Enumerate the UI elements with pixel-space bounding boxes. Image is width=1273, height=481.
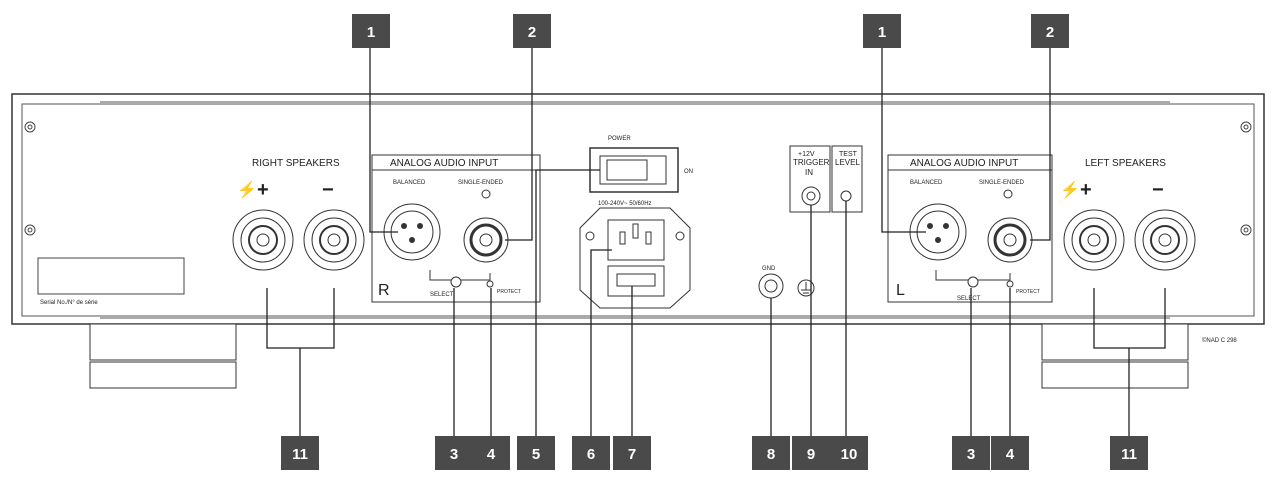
svg-text:3: 3 [450,446,458,463]
callout-top-2a: 2 [513,14,551,48]
trigger-line1: +12V [798,151,815,158]
ground-symbol-icon [797,279,815,297]
test-level-line2: LEVEL [835,158,860,167]
svg-text:9: 9 [807,446,815,463]
power-on-label: ON [684,169,693,175]
svg-text:4: 4 [487,446,496,463]
left-speaker-terminal-minus[interactable] [1134,209,1196,271]
serial-plate [37,257,185,295]
svg-text:6: 6 [587,446,595,463]
channel-l-label: L [896,282,905,299]
callout-top-2b: 2 [1031,14,1069,48]
select-l-label: SELECT [957,296,981,302]
power-switch[interactable] [589,147,679,193]
callout-bottom-11a: 11 [281,436,319,470]
left-minus-label: − [1152,179,1164,201]
test-level-line1: TEST [839,151,858,158]
fuse-holder[interactable] [607,265,665,297]
trigger-line2: TRIGGER [793,158,830,167]
analog-input-r-box [371,154,541,303]
svg-text:8: 8 [767,446,775,463]
balanced-l-label: BALANCED [910,180,943,186]
feet [89,323,1189,389]
protect-led-l-icon [1006,280,1014,288]
ground-terminal[interactable] [758,273,784,299]
svg-text:3: 3 [967,446,975,463]
svg-text:11: 11 [1121,446,1137,463]
single-ended-l-label: SINGLE-ENDED [979,180,1025,186]
polarity-icon-l: ⚡ [1060,180,1080,199]
trigger-line3: IN [805,168,813,177]
left-plus-label: + [1080,179,1092,201]
svg-text:5: 5 [532,446,540,463]
right-speakers-label: RIGHT SPEAKERS [252,158,340,169]
serial-label: Serial No./N° de série [40,300,98,306]
select-switch-l[interactable] [967,276,979,288]
svg-text:4: 4 [1006,446,1015,463]
led-r-icon [481,189,491,199]
right-plus-label: + [257,179,269,201]
left-speakers-label: LEFT SPEAKERS [1085,158,1166,169]
model-mark: ©NAD C 298 [1202,337,1237,344]
callout-bottom-8: 8 [752,436,790,470]
callout-bottom-3a: 3 [435,436,473,470]
callout-bottom-6: 6 [572,436,610,470]
svg-text:11: 11 [292,446,308,463]
select-switch-r[interactable] [450,276,462,288]
power-label: POWER [608,136,631,142]
callout-bottom-10: 10 [830,436,868,470]
callout-top-1a: 1 [352,14,390,48]
select-r-label: SELECT [430,292,454,298]
left-speaker-terminal-plus[interactable] [1063,209,1125,271]
callout-bottom-3b: 3 [952,436,990,470]
callout-top-1b: 1 [863,14,901,48]
svg-text:2: 2 [1046,24,1054,41]
trigger-in-jack[interactable] [801,186,821,206]
callout-bottom-7: 7 [613,436,651,470]
analog-input-l-box [887,154,1053,303]
rca-input-l[interactable] [987,217,1033,263]
balanced-r-label: BALANCED [393,180,426,186]
rca-input-r[interactable] [463,217,509,263]
protect-led-r-icon [486,280,494,288]
svg-text:1: 1 [367,24,375,41]
channel-r-label: R [378,282,390,299]
protect-l-label: PROTECT [1016,289,1040,295]
analog-input-r-label: ANALOG AUDIO INPUT [390,158,498,169]
polarity-icon: ⚡ [237,180,257,199]
mains-rating-label: 100-240V~ 50/60Hz [598,201,652,207]
callout-bottom-9: 9 [792,436,830,470]
callout-bottom-5: 5 [517,436,555,470]
callout-bottom-4b: 4 [991,436,1029,470]
chassis-screws [24,121,1252,236]
callout-bottom-4a: 4 [472,436,510,470]
xlr-input-r[interactable] [383,203,441,261]
protect-r-label: PROTECT [497,289,521,295]
trigger-box [789,145,831,213]
gnd-label: GND [762,266,776,272]
test-level-box [831,145,863,213]
svg-text:7: 7 [628,446,636,463]
analog-input-l-label: ANALOG AUDIO INPUT [910,158,1018,169]
right-speaker-terminal-plus[interactable] [232,209,294,271]
svg-text:10: 10 [841,446,858,463]
right-minus-label: − [322,179,334,201]
test-level-control[interactable] [840,190,852,202]
led-l-icon [1003,189,1013,199]
callout-leader-lines [266,48,1166,436]
single-ended-r-label: SINGLE-ENDED [458,180,504,186]
callout-bottom-11b: 11 [1110,436,1148,470]
svg-text:1: 1 [878,24,886,41]
svg-text:2: 2 [528,24,536,41]
right-speaker-terminal-minus[interactable] [303,209,365,271]
